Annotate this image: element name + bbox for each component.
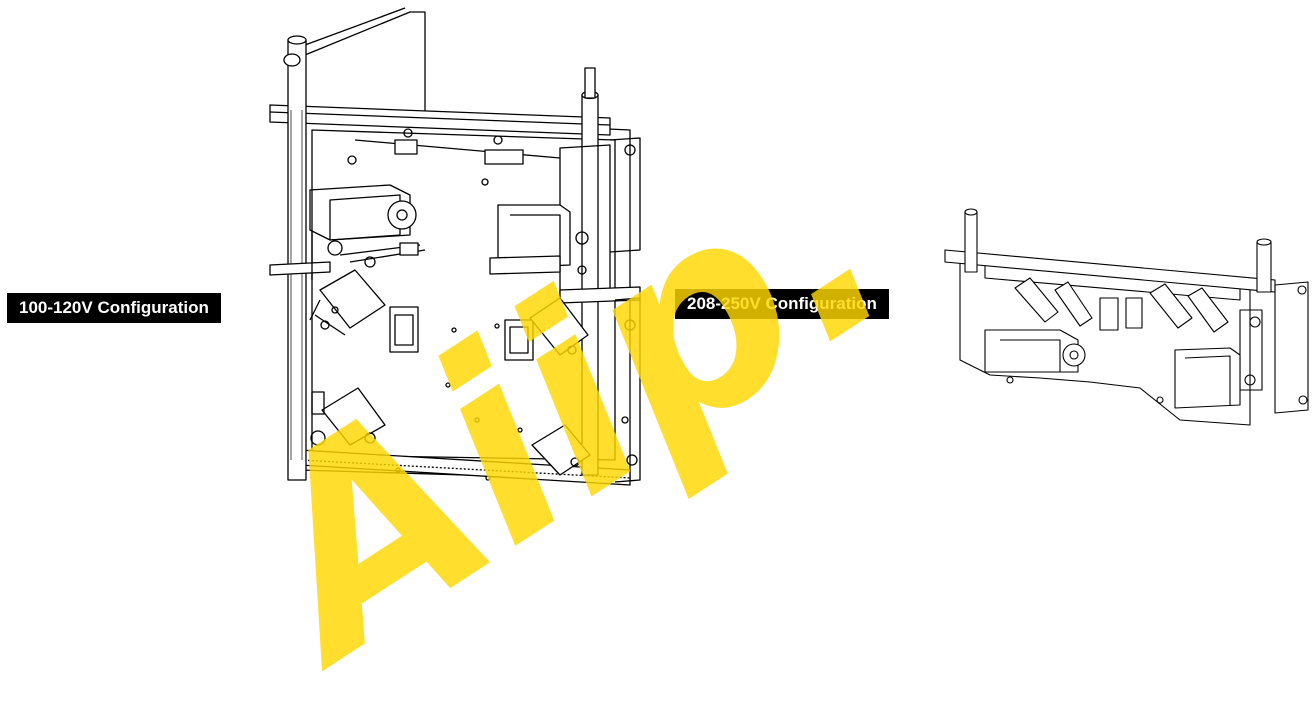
config-label-100-120v: 100-120V Configuration — [7, 293, 221, 323]
config-label-208-250v: 208-250V Configuration — [675, 289, 889, 319]
right-assembly-drawing — [944, 208, 1309, 426]
left-assembly-drawing — [269, 7, 641, 486]
diagram-stage: 100-120V Configuration 208-250V Configur… — [7, 7, 1309, 715]
